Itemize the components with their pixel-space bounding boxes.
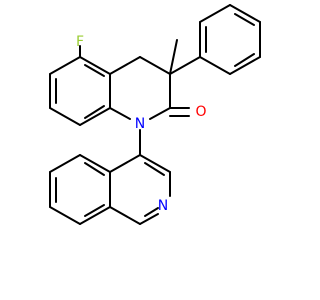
quinoline-pyridine-ring (109, 154, 171, 225)
fluorine-label: F (76, 34, 84, 50)
oxygen-label: O (195, 104, 206, 120)
lactam-ring (109, 39, 190, 156)
quinoline-benzo-ring (49, 154, 111, 225)
quinoline-nitrogen-label: N (158, 198, 168, 214)
ring-nitrogen-label: N (135, 116, 145, 132)
benzo-ring (49, 45, 111, 126)
chemical-structure: F O N N (0, 0, 300, 300)
background (0, 0, 300, 300)
phenyl-ring (169, 4, 261, 75)
